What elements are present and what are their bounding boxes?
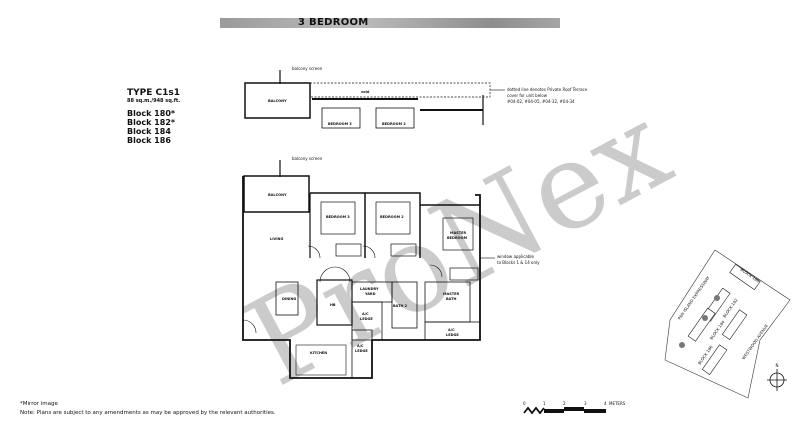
north-arrow-icon [767, 369, 787, 391]
block-item: Block 184 [127, 127, 171, 136]
svg-text:3: 3 [584, 401, 587, 406]
room-label-master-bedroom: BEDROOM [447, 236, 468, 240]
room-label-master-bath: BATH [446, 297, 456, 301]
room-label-balcony: BALCONY [268, 99, 287, 103]
room-label-ac-ledge: LEDGE [446, 333, 459, 337]
svg-text:ProNex: ProNex [225, 78, 691, 414]
room-label-dining: DINING [282, 297, 296, 301]
room-label-bedroom3: BEDROOM 3 [328, 122, 352, 126]
roof-terrace-note: dotted line denotes Private Roof Terrace [507, 87, 588, 92]
unit-area: 88 sq.m./948 sq.ft. [127, 98, 181, 104]
svg-text:4: 4 [604, 401, 607, 406]
unit-info: TYPE C1s1 88 sq.m./948 sq.ft. Block 180*… [127, 88, 180, 145]
room-label-bedroom2: BEDROOM 2 [382, 122, 406, 126]
room-label-hb: HB [330, 303, 336, 307]
svg-text:0: 0 [523, 401, 526, 406]
room-label-bath2: BATH 2 [393, 304, 408, 308]
road-label: WESTWOOD AVENUE [741, 323, 770, 361]
room-label-laundry-yard: LAUNDRY [360, 287, 379, 291]
roof-terrace-note: cover for unit below [507, 93, 548, 98]
room-label-bedroom3: BEDROOM 3 [326, 215, 350, 219]
room-label-balcony: BALCONY [268, 193, 287, 197]
room-label-kitchen: KITCHEN [310, 351, 327, 355]
room-label-laundry-yard: YARD [364, 292, 376, 296]
room-label-ac-ledge: LEDGE [360, 317, 373, 321]
roof-terrace-note: #04-02, #04-05, #04-32, #04-34 [507, 99, 575, 104]
balcony-screen-label: balcony screen [292, 66, 323, 71]
room-label-ac-ledge: A/C [362, 312, 369, 316]
mirror-note: *Mirror image [20, 401, 58, 407]
notes: *Mirror image Note: Plans are subject to… [20, 400, 276, 418]
block-item: Block 180* [127, 109, 176, 118]
window-note: to Blocks 1 & 14 only [497, 260, 540, 265]
disclaimer-note: Note: Plans are subject to any amendment… [20, 410, 276, 416]
room-label-ac-ledge: A/C [448, 328, 455, 332]
room-label-living: LIVING [270, 237, 283, 241]
room-label-master-bath: MASTER [443, 292, 459, 296]
block-label: BLOCK 184 [709, 319, 726, 341]
watermark: ProNex [225, 78, 691, 414]
window-note: window applicable [497, 254, 535, 259]
header-bar: 3 BEDROOM [220, 17, 560, 28]
page-title: 3 BEDROOM [298, 17, 369, 28]
north-label: N [776, 363, 779, 368]
svg-text:1: 1 [543, 401, 546, 406]
room-label-master-bedroom: MASTER [450, 231, 466, 235]
svg-text:METERS: METERS [609, 401, 626, 406]
balcony-screen-label: balcony screen [292, 156, 323, 161]
main-floor-plan [242, 160, 495, 379]
room-label-ac-ledge: LEDGE [355, 349, 368, 353]
scale-bar: 0 1 2 3 4 METERS [523, 401, 626, 415]
void-label: void [361, 90, 370, 94]
room-label-ac-ledge: A/C [357, 344, 364, 348]
unit-type: TYPE C1s1 [127, 88, 181, 98]
block-item: Block 182* [127, 118, 176, 127]
site-plan: PAN ISLAND EXPRESSWAY WESTWOOD AVENUE BL… [664, 249, 791, 399]
svg-text:2: 2 [563, 401, 566, 406]
block-item: Block 186 [127, 136, 171, 145]
upper-floor-plan [244, 70, 505, 129]
room-label-bedroom2: BEDROOM 2 [380, 215, 404, 219]
